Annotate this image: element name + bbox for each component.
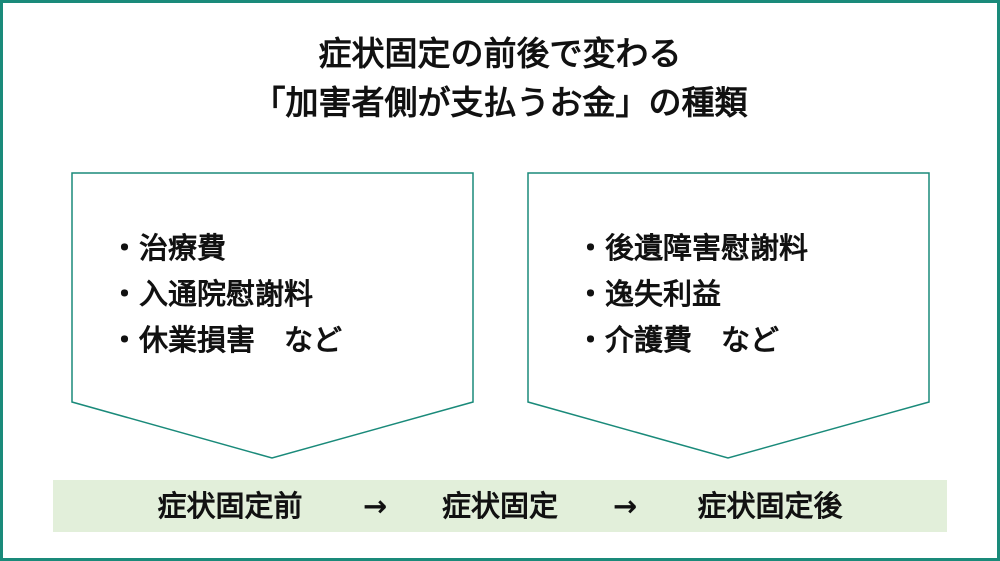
list-item: ・休業損害 など [110,323,343,357]
timeline-bar [53,480,947,532]
list-item: ・入通院慰謝料 [110,277,314,311]
arrow-icon: → [612,489,638,523]
stage-before: 症状固定前 [157,489,303,523]
after-list: ・後遺障害慰謝料 ・逸失利益 ・介護費 など [576,225,808,363]
list-item: ・治療費 [110,231,227,265]
after-pentagon [527,172,930,459]
list-item: ・介護費 など [576,323,780,357]
title-line-2: 「加害者側が支払うお金」の種類 [252,83,748,122]
title-line-1: 症状固定の前後で変わる [318,34,682,73]
before-list: ・治療費 ・入通院慰謝料 ・休業損害 など [110,225,342,363]
list-item: ・後遺障害慰謝料 [576,231,809,265]
arrow-icon: → [362,489,388,523]
list-item: ・逸失利益 [576,277,722,311]
before-pentagon [71,172,474,459]
stage-after: 症状固定後 [697,489,843,523]
stage-fixed: 症状固定 [441,489,558,523]
